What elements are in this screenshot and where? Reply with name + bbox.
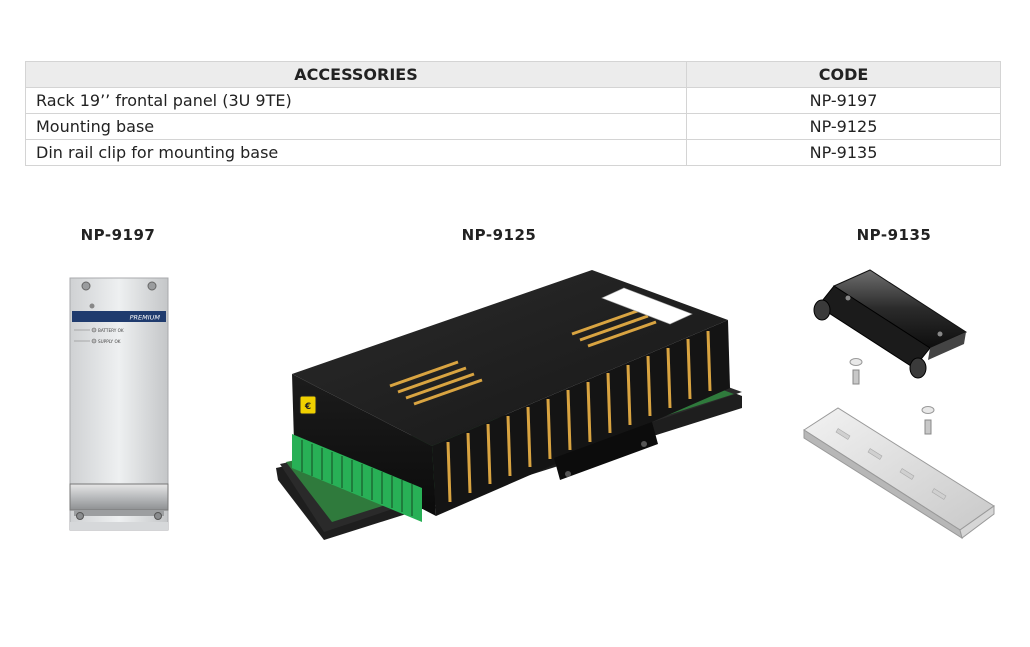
din-rail-clip-image: [798, 262, 998, 552]
table-header-row: ACCESSORIES CODE: [25, 61, 1001, 88]
product-label-np9125: NP-9125: [461, 226, 537, 244]
table-row: Rack 19’’ frontal panel (3U 9TE) NP-9197: [25, 87, 1001, 114]
accessory-code: NP-9135: [686, 139, 1001, 166]
header-accessories: ACCESSORIES: [25, 61, 687, 88]
table-row: Din rail clip for mounting base NP-9135: [25, 139, 1001, 166]
panel-brand-text: PREMIUM: [130, 314, 161, 322]
svg-text:€: €: [304, 402, 311, 412]
accessory-code: NP-9197: [686, 87, 1001, 114]
mounting-base-image: €: [272, 219, 748, 562]
header-code: CODE: [686, 61, 1001, 88]
table-row: Mounting base NP-9125: [25, 113, 1001, 140]
accessory-name: Rack 19’’ frontal panel (3U 9TE): [25, 87, 687, 114]
accessories-table: ACCESSORIES CODE Rack 19’’ frontal panel…: [25, 61, 1001, 166]
panel-led2-text: SUPPLY OK: [98, 339, 121, 344]
front-panel-image: PREMIUM BATTERY OK SUPPLY OK: [40, 272, 180, 544]
accessory-name: Din rail clip for mounting base: [25, 139, 687, 166]
accessory-name: Mounting base: [25, 113, 687, 140]
accessory-code: NP-9125: [686, 113, 1001, 140]
product-label-np9135: NP-9135: [856, 226, 932, 244]
product-label-np9197: NP-9197: [80, 226, 156, 244]
panel-led1-text: BATTERY OK: [98, 328, 124, 333]
